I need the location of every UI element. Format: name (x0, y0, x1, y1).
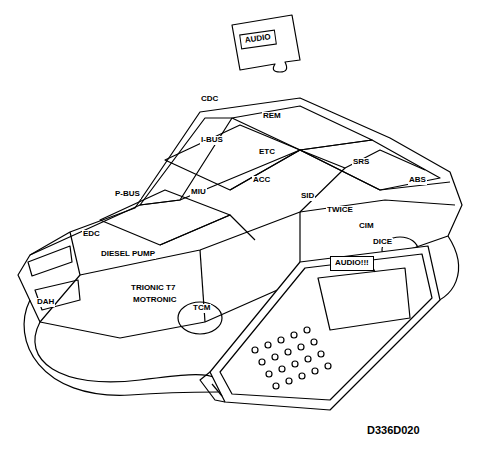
module-label: DAH (36, 298, 55, 307)
module-label: REM (262, 112, 282, 121)
module-name: AUDIO (244, 32, 271, 45)
module-label: SID (300, 192, 315, 201)
module-label: CIM (358, 222, 375, 231)
module-label: P-BUS (114, 190, 141, 199)
module-label: SRS (352, 158, 370, 167)
module-label: MIU (190, 188, 207, 197)
module-label: CDC (200, 95, 219, 104)
module-label: TRIONIC T7 (130, 284, 176, 293)
screen-label: AUDIO!!! (330, 256, 374, 271)
figure-code: D336D020 (366, 424, 421, 436)
module-label: DICE (372, 238, 393, 247)
module-label: DIESEL PUMP (100, 250, 156, 259)
module-label: ABS (408, 176, 427, 185)
module-label: ETC (258, 148, 276, 157)
module-name: AUDIO!!! (335, 258, 369, 267)
module-label: EDC (82, 230, 101, 239)
module-label: ACC (252, 176, 271, 185)
module-label: MOTRONIC (132, 296, 178, 305)
module-label: TCM (192, 304, 211, 313)
module-label: I-BUS (200, 136, 224, 145)
module-label: TWICE (326, 206, 354, 215)
